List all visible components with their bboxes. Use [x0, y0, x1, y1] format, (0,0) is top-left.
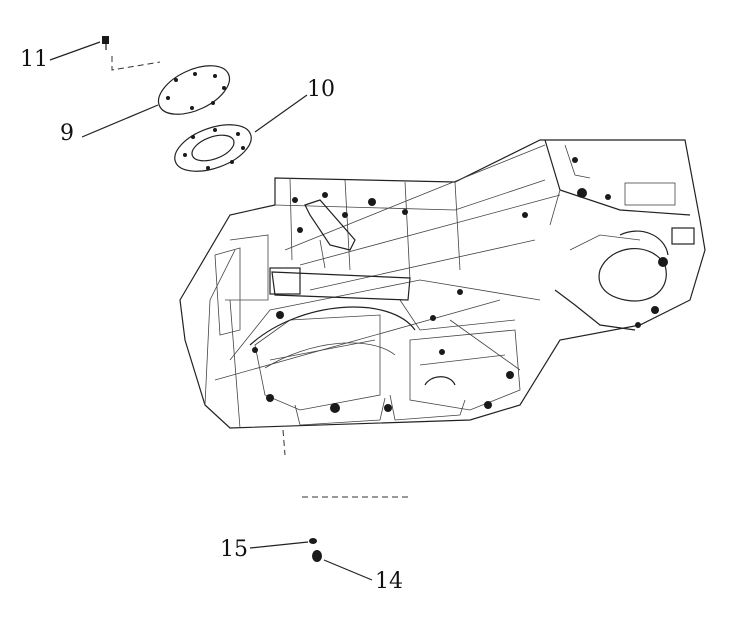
leader-line-9 — [81, 104, 159, 138]
cover-plate-part-10 — [174, 124, 252, 172]
washer-part-15 — [309, 538, 317, 544]
screw-part-11 — [102, 36, 161, 71]
callout-14: 14 — [375, 569, 403, 594]
gearbox-housing — [179, 139, 706, 429]
leader-line-11 — [49, 41, 101, 61]
plug-part-14 — [312, 550, 322, 562]
gasket-part-9 — [157, 65, 231, 115]
callout-15: 15 — [220, 537, 248, 562]
leader-line-15 — [249, 541, 309, 549]
axis-dash-line-vertical — [282, 429, 286, 456]
callout-11: 11 — [20, 47, 48, 72]
callout-10: 10 — [307, 77, 335, 102]
leader-line-10 — [254, 94, 308, 133]
callout-9: 9 — [60, 121, 74, 146]
leader-line-14 — [323, 559, 373, 581]
